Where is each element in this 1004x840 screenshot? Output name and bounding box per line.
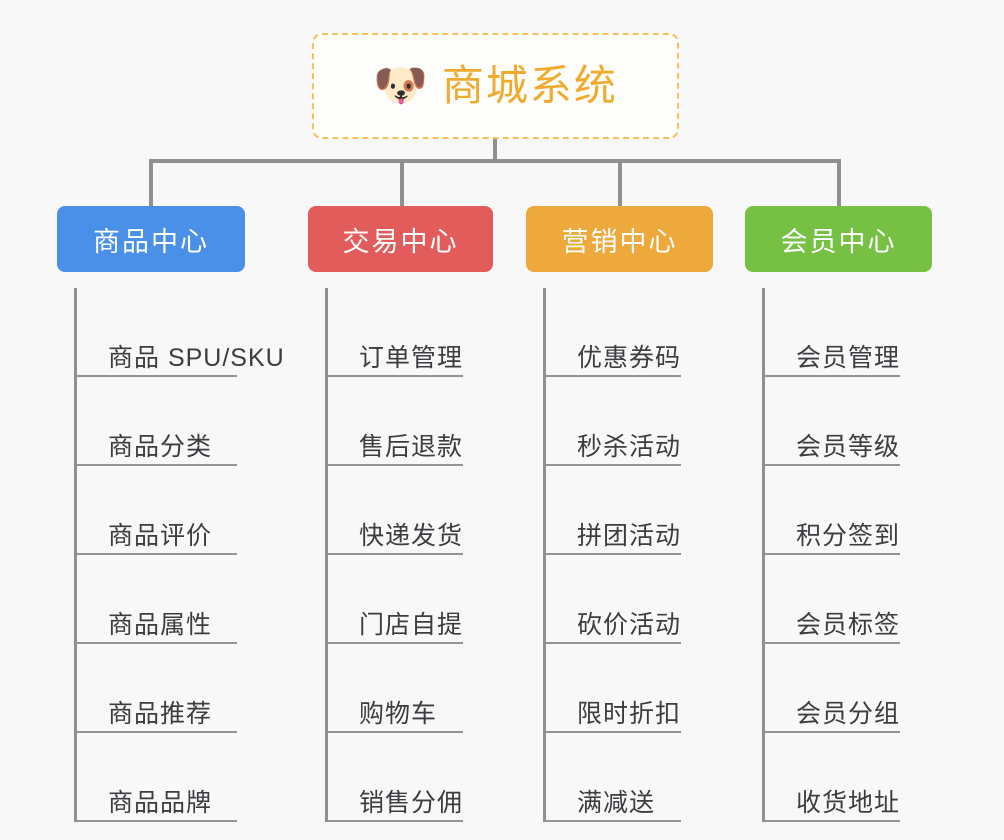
leaf-label: 商品品牌 xyxy=(108,789,213,817)
connector-horizontal-bar xyxy=(149,159,841,163)
leaf-label: 商品评价 xyxy=(108,522,213,550)
connector-drop-2 xyxy=(400,159,404,207)
leaf-item[interactable]: 快递发货 xyxy=(328,466,463,555)
connector-drop-1 xyxy=(149,159,153,207)
leaf-label: 商品 SPU/SKU xyxy=(108,344,285,372)
branch-header-label: 交易中心 xyxy=(342,226,459,257)
leaf-label: 会员分组 xyxy=(796,700,901,728)
branch-header-member-center[interactable]: 会员中心 xyxy=(745,206,932,272)
leaf-label: 限时折扣 xyxy=(577,700,682,728)
leaf-item[interactable]: 会员标签 xyxy=(765,555,900,644)
leaf-item[interactable]: 售后退款 xyxy=(328,377,463,466)
branch-marketing-center: 营销中心 优惠券码 秒杀活动 拼团活动 砍价活动 限时折扣 满减送 xyxy=(526,206,713,838)
leaf-item[interactable]: 商品属性 xyxy=(77,555,237,644)
connector-drop-3 xyxy=(618,159,622,207)
leaf-list-marketing-center: 优惠券码 秒杀活动 拼团活动 砍价活动 限时折扣 满减送 xyxy=(543,288,681,822)
shiba-dog-icon: 🐶 xyxy=(373,61,428,110)
leaf-item[interactable]: 商品评价 xyxy=(77,466,237,555)
branch-header-product-center[interactable]: 商品中心 xyxy=(57,206,245,272)
leaf-item[interactable]: 购物车 xyxy=(328,644,463,733)
leaf-item[interactable]: 订单管理 xyxy=(328,288,463,377)
leaf-item[interactable]: 会员等级 xyxy=(765,377,900,466)
leaf-item[interactable]: 拼团活动 xyxy=(546,466,681,555)
leaf-item[interactable]: 门店自提 xyxy=(328,555,463,644)
leaf-item[interactable]: 会员分组 xyxy=(765,644,900,733)
leaf-item[interactable]: 销售分佣 xyxy=(328,733,463,822)
leaf-label: 收货地址 xyxy=(796,789,901,817)
leaf-item[interactable]: 商品品牌 xyxy=(77,733,237,822)
leaf-item[interactable]: 满减送 xyxy=(546,733,681,822)
connector-drop-4 xyxy=(837,159,841,207)
connector-root-stem xyxy=(493,139,497,162)
leaf-item[interactable]: 砍价活动 xyxy=(546,555,681,644)
leaf-label: 快递发货 xyxy=(359,522,464,550)
leaf-item[interactable]: 商品分类 xyxy=(77,377,237,466)
leaf-label: 门店自提 xyxy=(359,611,464,639)
branch-trade-center: 交易中心 订单管理 售后退款 快递发货 门店自提 购物车 销售分佣 xyxy=(308,206,493,838)
leaf-item[interactable]: 收货地址 xyxy=(765,733,900,822)
leaf-label: 会员管理 xyxy=(796,344,901,372)
leaf-item[interactable]: 秒杀活动 xyxy=(546,377,681,466)
leaf-label: 商品属性 xyxy=(108,611,213,639)
leaf-label: 砍价活动 xyxy=(577,611,682,639)
leaf-list-trade-center: 订单管理 售后退款 快递发货 门店自提 购物车 销售分佣 xyxy=(325,288,463,822)
leaf-item[interactable]: 限时折扣 xyxy=(546,644,681,733)
branch-member-center: 会员中心 会员管理 会员等级 积分签到 会员标签 会员分组 收货地址 xyxy=(745,206,932,838)
leaf-label: 会员标签 xyxy=(796,611,901,639)
leaf-label: 销售分佣 xyxy=(359,789,464,817)
leaf-label: 售后退款 xyxy=(359,433,464,461)
leaf-label: 购物车 xyxy=(359,700,438,728)
root-title: 商城系统 xyxy=(441,62,618,109)
leaf-label: 积分签到 xyxy=(796,522,901,550)
leaf-list-product-center: 商品 SPU/SKU 商品分类 商品评价 商品属性 商品推荐 商品品牌 xyxy=(74,288,284,822)
leaf-item[interactable]: 积分签到 xyxy=(765,466,900,555)
leaf-label: 拼团活动 xyxy=(577,522,682,550)
leaf-label: 会员等级 xyxy=(796,433,901,461)
leaf-label: 商品推荐 xyxy=(108,700,213,728)
branch-header-trade-center[interactable]: 交易中心 xyxy=(308,206,493,272)
leaf-label: 优惠券码 xyxy=(577,344,682,372)
leaf-item[interactable]: 商品推荐 xyxy=(77,644,237,733)
leaf-list-member-center: 会员管理 会员等级 积分签到 会员标签 会员分组 收货地址 xyxy=(762,288,900,822)
leaf-label: 满减送 xyxy=(577,789,656,817)
branch-header-marketing-center[interactable]: 营销中心 xyxy=(526,206,713,272)
leaf-item[interactable]: 商品 SPU/SKU xyxy=(77,288,284,377)
leaf-item[interactable]: 会员管理 xyxy=(765,288,900,377)
root-node[interactable]: 🐶 商城系统 xyxy=(312,33,679,139)
leaf-item[interactable]: 优惠券码 xyxy=(546,288,681,377)
leaf-label: 订单管理 xyxy=(359,344,464,372)
branch-header-label: 会员中心 xyxy=(780,226,897,257)
branch-product-center: 商品中心 商品 SPU/SKU 商品分类 商品评价 商品属性 商品推荐 商品品牌 xyxy=(57,206,284,838)
branch-header-label: 商品中心 xyxy=(93,226,209,257)
leaf-label: 商品分类 xyxy=(108,433,213,461)
leaf-label: 秒杀活动 xyxy=(577,433,682,461)
branch-header-label: 营销中心 xyxy=(561,226,678,257)
